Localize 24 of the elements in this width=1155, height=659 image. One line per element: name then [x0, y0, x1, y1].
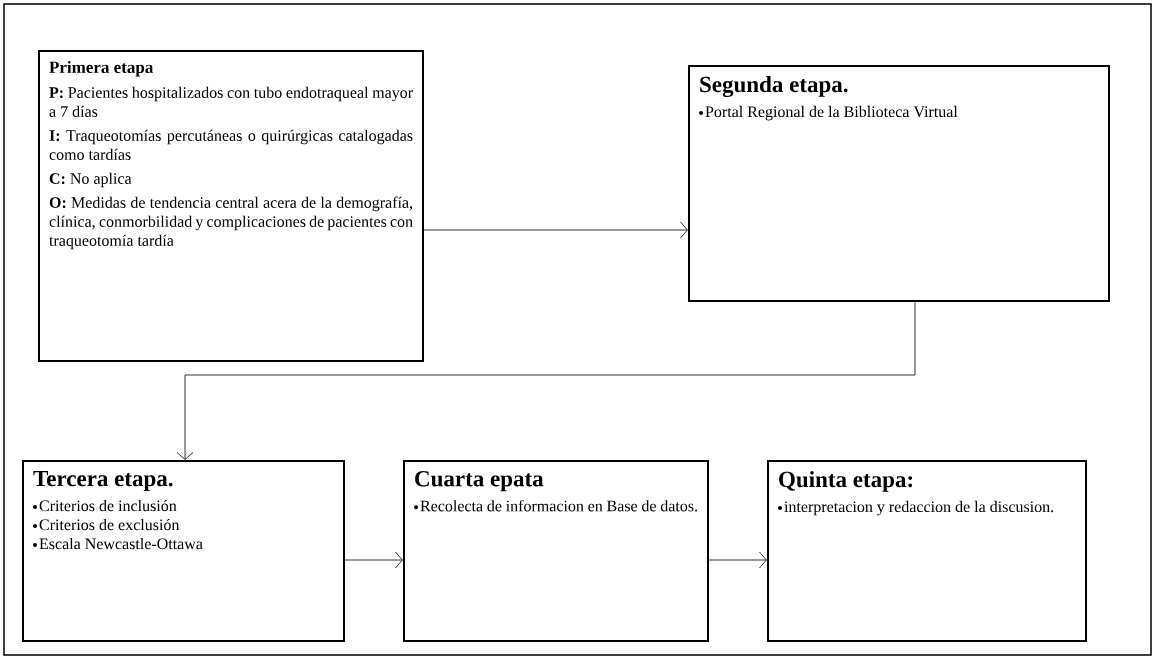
bullet-item: Criterios de exclusión — [39, 518, 180, 531]
stage-box — [403, 460, 709, 642]
bullet-item: interpretacion y redaccion de la discusion. — [784, 500, 1054, 516]
arrow — [708, 551, 767, 569]
criterion-text: P: Pacientes hospitalizados con tubo endotraqueal mayor a 7 días — [49, 86, 413, 117]
criterion-text: O: Medidas de tendencia central acera de la demografía, clínica, conmorbilidad y complicaciones de pacientes con traqueotomía tardía — [49, 196, 413, 250]
heading: Quinta etapa: — [779, 471, 913, 492]
bullet-item: Criterios de inclusión — [39, 499, 177, 512]
heading: Primera etapa — [49, 61, 154, 77]
criterion-text: C: No aplica — [49, 172, 132, 188]
criterion-text: I: Traqueotomías percutáneas o quirúrgicas catalogadas como tardías — [49, 129, 413, 160]
bullet-item: Recolecta de informacion en Base de datos. — [420, 499, 697, 512]
stage-box — [767, 460, 1087, 642]
stage-box — [38, 50, 424, 362]
heading: Segunda etapa. — [700, 76, 848, 98]
bullet-item: Portal Regional de la Biblioteca Virtual — [705, 105, 958, 121]
heading: Tercera etapa. — [33, 471, 173, 491]
stage-box — [688, 65, 1110, 302]
heading: Cuarta epata — [415, 471, 544, 492]
arrow — [176, 301, 916, 460]
bullet-item: Escala Newcastle-Ottawa — [39, 537, 203, 550]
arrow — [344, 551, 403, 569]
arrow — [423, 221, 688, 239]
stage-box — [22, 460, 345, 642]
